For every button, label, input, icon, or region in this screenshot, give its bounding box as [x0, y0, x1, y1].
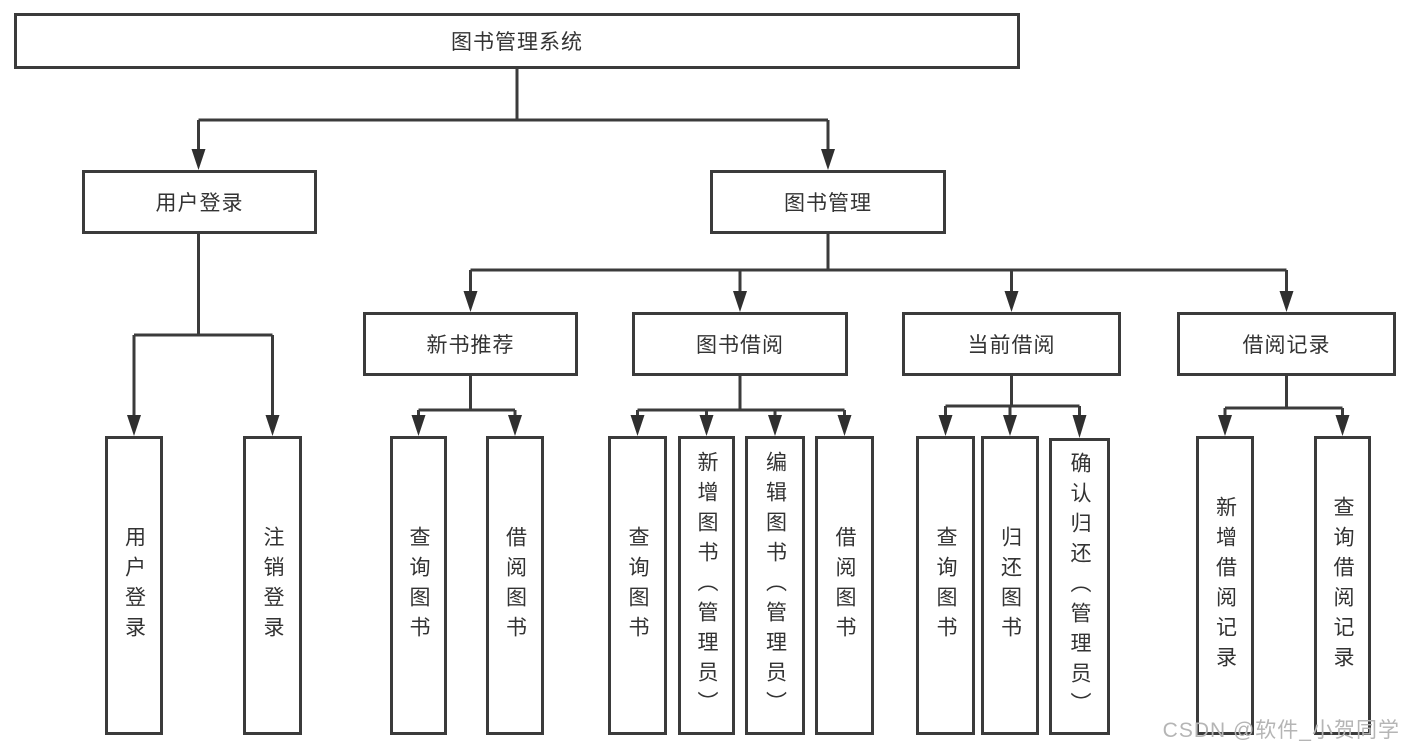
arrowhead — [768, 415, 782, 436]
leaf-query-books-2: 查询图书 — [608, 436, 667, 735]
watermark: CSDN @软件_小贺同学 — [1162, 719, 1400, 742]
leaf-logout: 注销登录 — [243, 436, 302, 735]
arrowhead — [191, 149, 206, 170]
arrowhead — [1072, 415, 1087, 438]
leaf-query-books-1-label: 查询图书 — [407, 525, 431, 646]
leaf-add-borrow-record: 新增借阅记录 — [1196, 436, 1254, 735]
node-library-management-system: 图书管理系统 — [14, 13, 1020, 69]
arrowhead — [411, 415, 426, 436]
leaf-return-book: 归还图书 — [981, 436, 1039, 735]
arrowhead — [127, 415, 141, 436]
arrowhead — [1004, 291, 1019, 312]
leaf-return-book-label: 归还图书 — [998, 525, 1022, 646]
arrowhead — [265, 415, 280, 436]
arrowhead — [1279, 291, 1294, 312]
leaf-query-books-1: 查询图书 — [390, 436, 447, 735]
leaf-borrow-books-2-label: 借阅图书 — [833, 525, 857, 646]
arrowhead — [699, 415, 714, 436]
node-new-book-recommend: 新书推荐 — [363, 312, 578, 376]
arrowhead — [837, 415, 852, 436]
leaf-query-borrow-record-label: 查询借阅记录 — [1331, 495, 1355, 676]
arrowhead — [733, 291, 747, 312]
leaf-edit-book-admin: 编辑图书（管理员） — [745, 436, 805, 735]
arrowhead — [1218, 415, 1232, 436]
arrowhead — [938, 415, 953, 436]
leaf-query-books-3: 查询图书 — [916, 436, 975, 735]
connector-root-to-level2 — [191, 69, 835, 170]
arrowhead — [821, 149, 835, 170]
leaf-query-books-3-label: 查询图书 — [934, 525, 958, 646]
arrowhead — [1003, 415, 1017, 436]
arrowhead — [463, 291, 478, 312]
leaf-edit-book-admin-label: 编辑图书（管理员） — [763, 450, 787, 721]
leaf-user-login-label: 用户登录 — [122, 525, 146, 646]
node-book-management: 图书管理 — [710, 170, 946, 234]
leaf-add-book-admin: 新增图书（管理员） — [678, 436, 735, 735]
leaf-add-book-admin-label: 新增图书（管理员） — [695, 450, 719, 721]
leaf-user-login: 用户登录 — [105, 436, 163, 735]
connector-current-borrow-to-leaves — [938, 376, 1087, 438]
leaf-confirm-return-admin: 确认归还（管理员） — [1049, 438, 1110, 735]
connector-user-login-to-leaves — [127, 234, 280, 436]
connector-book-borrow-to-leaves — [630, 376, 852, 436]
node-book-borrowing: 图书借阅 — [632, 312, 848, 376]
node-borrowing-records: 借阅记录 — [1177, 312, 1396, 376]
connector-new-book-rec-to-leaves — [411, 376, 522, 436]
leaf-query-borrow-record: 查询借阅记录 — [1314, 436, 1371, 735]
connector-borrow-record-to-leaves — [1218, 376, 1350, 436]
leaf-borrow-books-1: 借阅图书 — [486, 436, 544, 735]
leaf-add-borrow-record-label: 新增借阅记录 — [1213, 495, 1237, 676]
arrowhead — [508, 415, 522, 436]
node-current-borrowing: 当前借阅 — [902, 312, 1121, 376]
leaf-borrow-books-2: 借阅图书 — [815, 436, 874, 735]
arrowhead — [1335, 415, 1350, 436]
arrowhead — [630, 415, 645, 436]
leaf-confirm-return-admin-label: 确认归还（管理员） — [1068, 451, 1092, 722]
node-user-login: 用户登录 — [82, 170, 317, 234]
leaf-query-books-2-label: 查询图书 — [626, 525, 650, 646]
leaf-logout-label: 注销登录 — [261, 525, 285, 646]
leaf-borrow-books-1-label: 借阅图书 — [503, 525, 527, 646]
connector-book-mgmt-to-level3 — [463, 234, 1294, 312]
